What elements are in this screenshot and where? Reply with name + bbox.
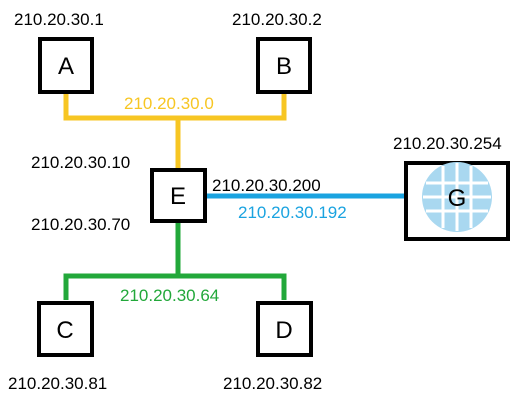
link-ab <box>63 94 287 170</box>
node-b[interactable]: B <box>256 37 312 94</box>
node-e-label: E <box>170 183 186 210</box>
node-e-address-top: 210.20.30.10 <box>31 153 130 172</box>
node-c-box <box>37 301 94 357</box>
network-eg-address: 210.20.30.192 <box>238 203 347 222</box>
network-cd-address: 210.20.30.64 <box>120 286 219 305</box>
link-cd <box>63 222 287 300</box>
node-e-address-bottom: 210.20.30.70 <box>31 215 130 234</box>
network-ab-address: 210.20.30.0 <box>124 94 214 113</box>
node-d-label: D <box>275 317 292 344</box>
node-d-address: 210.20.30.82 <box>223 374 322 393</box>
node-c-address: 210.20.30.81 <box>8 374 107 393</box>
globe-grid <box>423 163 491 231</box>
node-c[interactable]: C <box>37 301 94 357</box>
node-b-box <box>256 37 312 94</box>
link-ab-line <box>63 94 287 121</box>
node-a-address: 210.20.30.1 <box>14 10 104 29</box>
node-g-label: G <box>448 185 467 212</box>
node-e-address-right: 210.20.30.200 <box>212 176 321 195</box>
node-e[interactable]: E <box>150 168 207 223</box>
node-d[interactable]: D <box>256 301 313 357</box>
node-e-box <box>150 168 207 223</box>
node-c-label: C <box>56 317 73 344</box>
node-g-address: 210.20.30.254 <box>393 134 502 153</box>
link-cd-line <box>63 273 287 300</box>
node-a-box <box>38 37 94 94</box>
node-a-label: A <box>58 53 74 80</box>
node-b-address: 210.20.30.2 <box>232 10 322 29</box>
globe-icon <box>422 162 492 232</box>
node-a[interactable]: A <box>38 37 94 94</box>
node-b-label: B <box>276 53 292 80</box>
node-d-box <box>256 301 313 357</box>
node-g[interactable]: G <box>404 161 510 241</box>
